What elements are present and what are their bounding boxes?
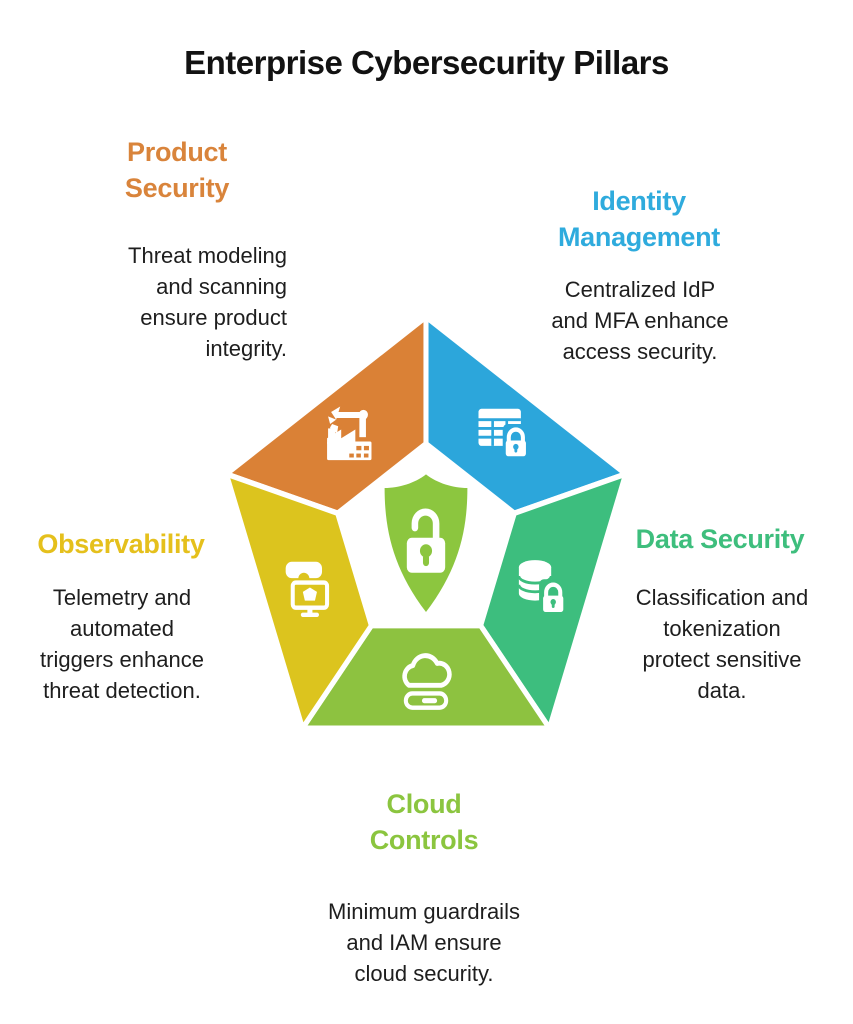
monitor-goggles-icon bbox=[285, 561, 330, 617]
observability-heading: Observability bbox=[37, 529, 205, 559]
cloud-controls-description: Minimum guardrails and IAM ensure cloud … bbox=[328, 899, 520, 986]
identity-management-heading: Identity Management bbox=[557, 186, 721, 252]
product-security-description: Threat modeling and scanning ensure prod… bbox=[128, 243, 287, 361]
identity-management-description: Centralized IdP and MFA enhance access s… bbox=[551, 277, 729, 364]
observability-segment bbox=[223, 471, 374, 731]
data-security-description: Classification and tokenization protect … bbox=[635, 585, 809, 703]
data-security-heading: Data Security bbox=[635, 524, 805, 554]
observability-description: Telemetry and automated triggers enhance… bbox=[40, 585, 204, 703]
factory-robot-arm-icon bbox=[327, 406, 372, 461]
cloud-controls-heading: Cloud Controls bbox=[369, 789, 479, 855]
database-lock-icon bbox=[517, 560, 568, 613]
product-security-heading: Product Security bbox=[124, 137, 230, 203]
page-title: Enterprise Cybersecurity Pillars bbox=[184, 44, 669, 81]
pentagon-diagram bbox=[223, 314, 629, 731]
spreadsheet-lock-icon bbox=[478, 408, 529, 457]
shield-unlocked-icon bbox=[384, 474, 468, 613]
factory-windows bbox=[349, 445, 369, 458]
cloud-storage-icon bbox=[402, 653, 452, 710]
